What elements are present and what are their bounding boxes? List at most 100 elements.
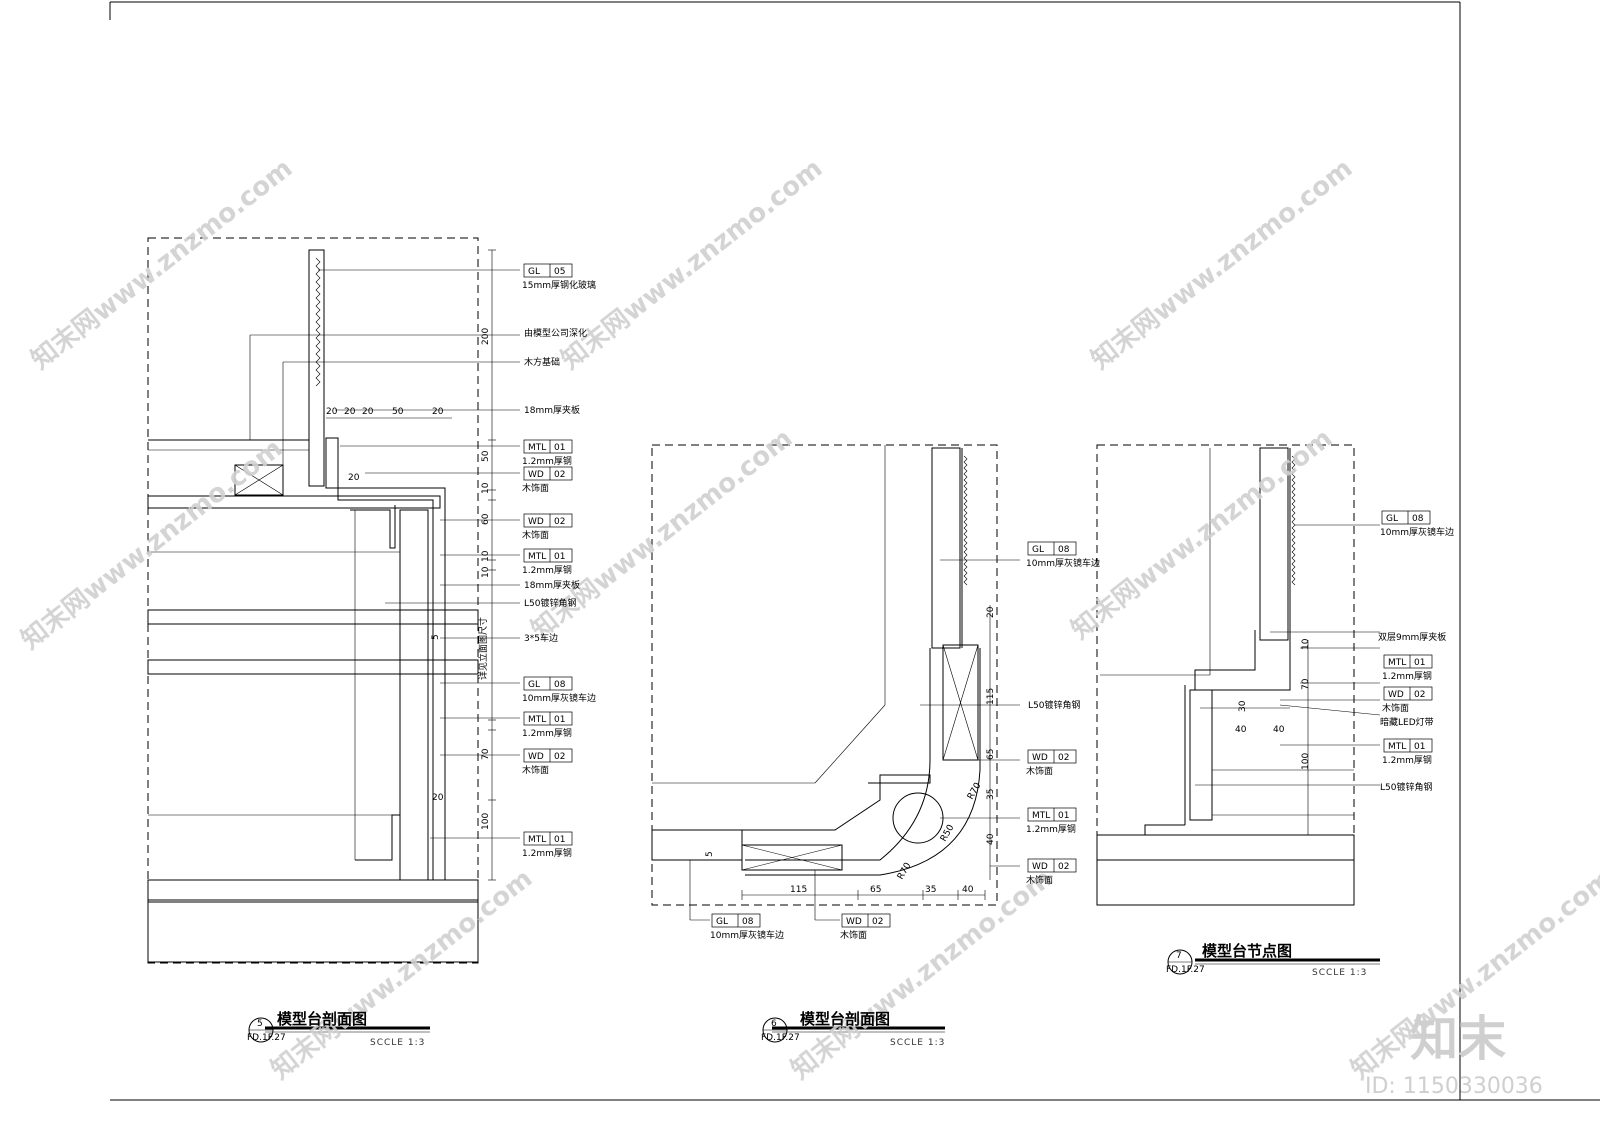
callout-tag-box	[1027, 858, 1077, 873]
callout-note: 双层9mm厚夹板	[1378, 631, 1446, 643]
callout-code: WD	[528, 752, 544, 762]
callout-code: GL	[716, 917, 728, 927]
callout-note: 木饰面	[522, 764, 549, 776]
dimension: 40	[1273, 725, 1285, 735]
callout-note: 木饰面	[522, 482, 549, 494]
dimension: 20	[432, 793, 444, 803]
callout-tag-box	[1383, 686, 1433, 701]
svg-text:知末网www.znzmo.com: 知末网www.znzmo.com	[16, 433, 288, 655]
callout-number: 02	[554, 470, 565, 480]
callout-note: 10mm厚灰镜车边	[522, 692, 596, 704]
callout-note: 木饰面	[522, 529, 549, 541]
callout-note: 木方基础	[524, 356, 560, 368]
callout-note: 1.2mm厚钢	[1382, 754, 1432, 766]
callout-number: 02	[1058, 862, 1069, 872]
dimension-right: 35	[986, 789, 996, 800]
dimension-right: 10	[1301, 638, 1311, 650]
callout-note: L50镀锌角钢	[1380, 781, 1432, 793]
drawing-scale: SCCLE 1:3	[370, 1038, 425, 1048]
drawing-title: 模型台节点图	[1202, 942, 1292, 960]
callout-code: GL	[528, 680, 540, 690]
callout-note: 3*5车边	[524, 632, 558, 644]
callout-number: 01	[1414, 658, 1425, 668]
callout-tag-box	[523, 263, 573, 278]
callout-note: L50镀锌角钢	[524, 597, 576, 609]
callout-tag-box	[523, 748, 573, 763]
dimension: 5	[431, 634, 441, 640]
section-7-drawing	[1096, 444, 1381, 975]
callout-number: 02	[1414, 690, 1425, 700]
radius-label: R70	[966, 781, 984, 802]
callout-code: WD	[1388, 690, 1404, 700]
callout-number: 02	[872, 917, 883, 927]
dimension: 30	[1238, 700, 1248, 712]
callout-note: 18mm厚夹板	[524, 404, 580, 416]
dimension-right: 10	[481, 566, 491, 578]
dimension-right: 10	[481, 482, 491, 494]
callout-code: WD	[528, 517, 544, 527]
dimension-right: 50	[481, 450, 491, 462]
callout-number: 01	[1058, 811, 1069, 821]
callout-tag-box	[1383, 654, 1433, 669]
watermark-layer: 知末网www.znzmo.com 知末网www.znzmo.com 知末网www…	[16, 153, 1600, 1085]
dimension-right: 115	[986, 688, 996, 705]
callout-note: 10mm厚灰镜车边	[1380, 526, 1454, 538]
dimension-bottom: 115	[790, 885, 807, 895]
callout-tag-box	[1381, 510, 1431, 525]
dimension-bottom: 65	[870, 885, 881, 895]
dimension-right: 200	[481, 328, 491, 345]
callout-note: 10mm厚灰镜车边	[710, 929, 784, 941]
callout-code: WD	[1032, 862, 1048, 872]
callout-note: 木饰面	[840, 929, 867, 941]
callout-code: WD	[846, 917, 862, 927]
callout-code: GL	[528, 267, 540, 277]
callout-code: WD	[1032, 753, 1048, 763]
callout-note: 1.2mm厚钢	[522, 847, 572, 859]
dimension-top: 20	[344, 407, 356, 417]
sheet-ref: FD.1F.27	[1166, 965, 1205, 975]
callout-code: MTL	[528, 552, 546, 562]
dimension-right: 70	[481, 748, 491, 760]
dimension-right: 40	[986, 833, 996, 845]
callout-note: 1.2mm厚钢	[522, 564, 572, 576]
callout-note: 木饰面	[1026, 874, 1053, 886]
svg-text:知末网www.znzmo.com: 知末网www.znzmo.com	[556, 153, 828, 375]
dimension-top: 20	[432, 407, 444, 417]
dimension-bottom: 35	[925, 885, 936, 895]
dimension-right: 100	[481, 813, 491, 830]
dimension: 20	[348, 473, 360, 483]
callout-number: 08	[742, 917, 754, 927]
svg-text:知末网www.znzmo.com: 知末网www.znzmo.com	[1066, 423, 1338, 645]
svg-text:知末网www.znzmo.com: 知末网www.znzmo.com	[26, 153, 298, 375]
drawing-scale: SCCLE 1:3	[890, 1038, 945, 1048]
callout-note: 1.2mm厚钢	[522, 455, 572, 467]
detail-number: 5	[257, 1019, 263, 1029]
callout-number: 08	[554, 680, 566, 690]
callout-note: 1.2mm厚钢	[522, 727, 572, 739]
callout-tag-box	[711, 913, 761, 928]
svg-text:知末网www.znzmo.com: 知末网www.znzmo.com	[266, 863, 538, 1085]
callout-number: 01	[1414, 742, 1425, 752]
callout-tag-box	[1027, 807, 1077, 822]
dimension-right: 10	[481, 550, 491, 562]
watermark-logo: 知末	[1410, 1011, 1506, 1067]
callout-number: 08	[1058, 545, 1070, 555]
callout-code: MTL	[528, 443, 546, 453]
callout-number: 08	[1412, 514, 1424, 524]
callout-tag-box	[523, 831, 573, 846]
callout-code: GL	[1386, 514, 1398, 524]
dimension-right: 20	[986, 606, 996, 618]
callout-note: 15mm厚钢化玻璃	[522, 279, 596, 291]
sheet-border	[109, 1, 1600, 1101]
dimension: 40	[1235, 725, 1247, 735]
svg-text:知末网www.znzmo.com: 知末网www.znzmo.com	[786, 863, 1058, 1085]
dimension-right: 100	[1301, 753, 1311, 770]
dimension-top: 50	[392, 407, 404, 417]
callout-note: L50镀锌角钢	[1028, 699, 1080, 711]
detail-number: 6	[771, 1019, 777, 1029]
callout-number: 05	[554, 267, 565, 277]
callout-tag-box	[523, 466, 573, 481]
callout-tag-box	[523, 513, 573, 528]
callout-tag-box	[1027, 749, 1077, 764]
callout-number: 02	[554, 517, 565, 527]
